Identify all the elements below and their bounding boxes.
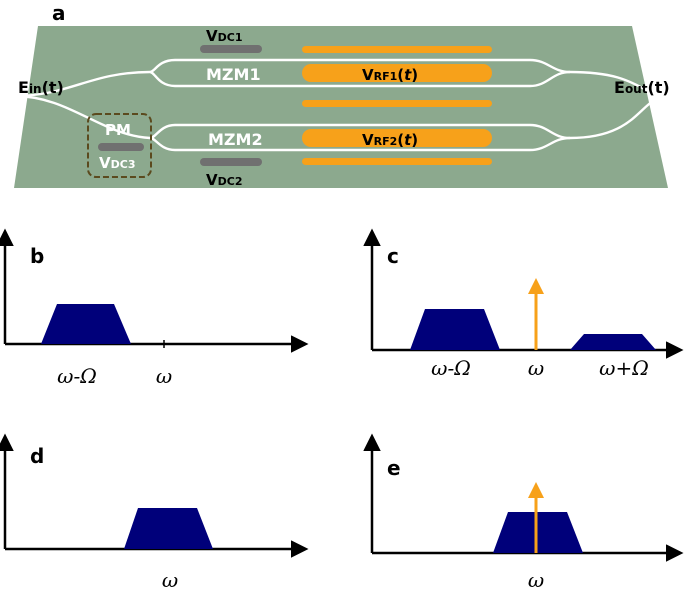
- panel-c-tick-omega-minus-Omega: ω-Ω: [431, 356, 471, 380]
- panel-c-letter: c: [387, 244, 399, 268]
- panel-c: c ω-Ω ω ω+Ω: [363, 228, 684, 380]
- panel-c-upper-sideband: [570, 334, 656, 350]
- dc-electrodes: [98, 45, 262, 166]
- vrf2-label: VRF2(t): [362, 131, 418, 149]
- phase-modulator-box: [87, 113, 152, 178]
- rf2-signal-electrode: [302, 129, 492, 147]
- vdc3-label: VDC3: [99, 154, 135, 172]
- mzm2-upper-arm: [13, 94, 669, 140]
- rf1-signal-electrode: [302, 64, 492, 82]
- output-field-label: Eout(t): [614, 78, 670, 97]
- panel-d-letter: d: [30, 444, 44, 468]
- panel-d-shifted-band: [124, 508, 213, 549]
- panel-c-lower-sideband: [410, 309, 500, 350]
- mzm1-lower-arm: [149, 70, 571, 88]
- vdc2-label: VDC2: [206, 171, 242, 189]
- panel-b: b ω-Ω ω: [0, 228, 309, 388]
- panel-a: a VDC1 VDC2 VDC3 PM MZM1: [13, 1, 670, 189]
- panel-b-letter: b: [30, 244, 44, 268]
- panel-c-tick-omega-plus-Omega: ω+Ω: [599, 356, 649, 380]
- rf-electrode-top: [302, 46, 492, 53]
- pm-label: PM: [105, 121, 131, 139]
- panel-a-letter: a: [52, 1, 66, 25]
- waveguide-network: [13, 58, 669, 152]
- panel-e: e ω: [363, 433, 684, 589]
- rf-electrode-bottom: [302, 158, 492, 165]
- panel-c-carrier-arrowhead: [528, 278, 544, 294]
- panel-d: d ω: [0, 433, 309, 589]
- panel-b-tick-omega-minus-Omega: ω-Ω: [57, 364, 97, 388]
- panel-b-sideband: [41, 304, 131, 344]
- panel-d-tick-omega: ω: [162, 568, 178, 589]
- input-field-label: Ein(t): [18, 78, 64, 97]
- panel-e-band: [493, 512, 583, 553]
- panel-c-tick-omega: ω: [528, 356, 544, 380]
- vrf1-label: VRF1(t): [362, 66, 418, 84]
- mzm1-upper-arm: [13, 58, 669, 98]
- panel-b-tick-omega: ω: [156, 364, 172, 388]
- mzm2-lower-arm: [149, 136, 571, 152]
- rf-electrodes: [302, 46, 492, 165]
- dc1-electrode: [200, 45, 262, 53]
- panel-e-letter: e: [387, 456, 401, 480]
- vdc1-label: VDC1: [206, 27, 242, 45]
- mzm1-label: MZM1: [206, 65, 261, 84]
- panel-e-carrier-arrowhead: [528, 482, 544, 498]
- rf-electrode-middle: [302, 100, 492, 107]
- mzm2-label: MZM2: [208, 130, 263, 149]
- dc3-electrode: [98, 143, 144, 151]
- panel-e-tick-omega: ω: [528, 568, 544, 589]
- dc2-electrode: [200, 158, 262, 166]
